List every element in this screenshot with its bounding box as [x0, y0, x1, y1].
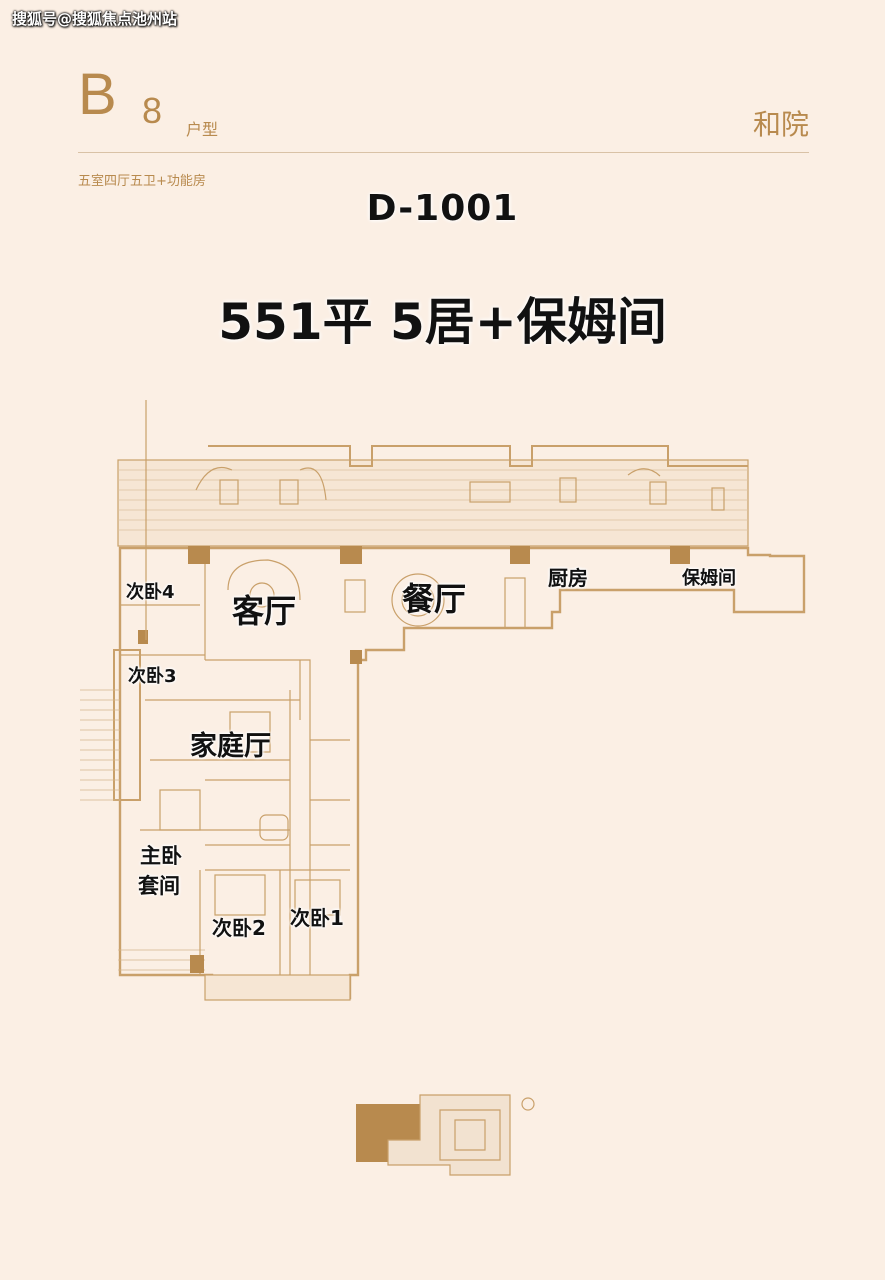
watermark: 搜狐号@搜狐焦点池州站 [12, 10, 178, 28]
header-divider [78, 152, 809, 153]
unit-summary: 551平 5居+保姆间 [218, 293, 667, 351]
room-label-bed4: 次卧4 [126, 582, 175, 603]
room-label-master-1: 主卧 [140, 844, 182, 868]
room-label-bed3: 次卧3 [128, 666, 177, 687]
room-label-living: 客厅 [232, 592, 297, 630]
room-label-master-2: 套间 [138, 874, 180, 898]
room-label-kitchen: 厨房 [548, 566, 588, 590]
rooms-description: 五室四厅五卫+功能房 [78, 174, 206, 189]
room-label-dining: 餐厅 [402, 580, 467, 618]
room-label-family: 家庭厅 [190, 731, 271, 762]
project-name: 和院 [752, 108, 809, 141]
room-label-bed2: 次卧2 [212, 916, 266, 940]
room-label-maid: 保姆间 [682, 568, 736, 589]
room-label-bed1: 次卧1 [290, 906, 344, 930]
type-letter: B [78, 62, 117, 127]
unit-id: D-1001 [366, 188, 519, 229]
type-word: 户型 [186, 120, 219, 139]
type-number: 8 [142, 90, 163, 131]
